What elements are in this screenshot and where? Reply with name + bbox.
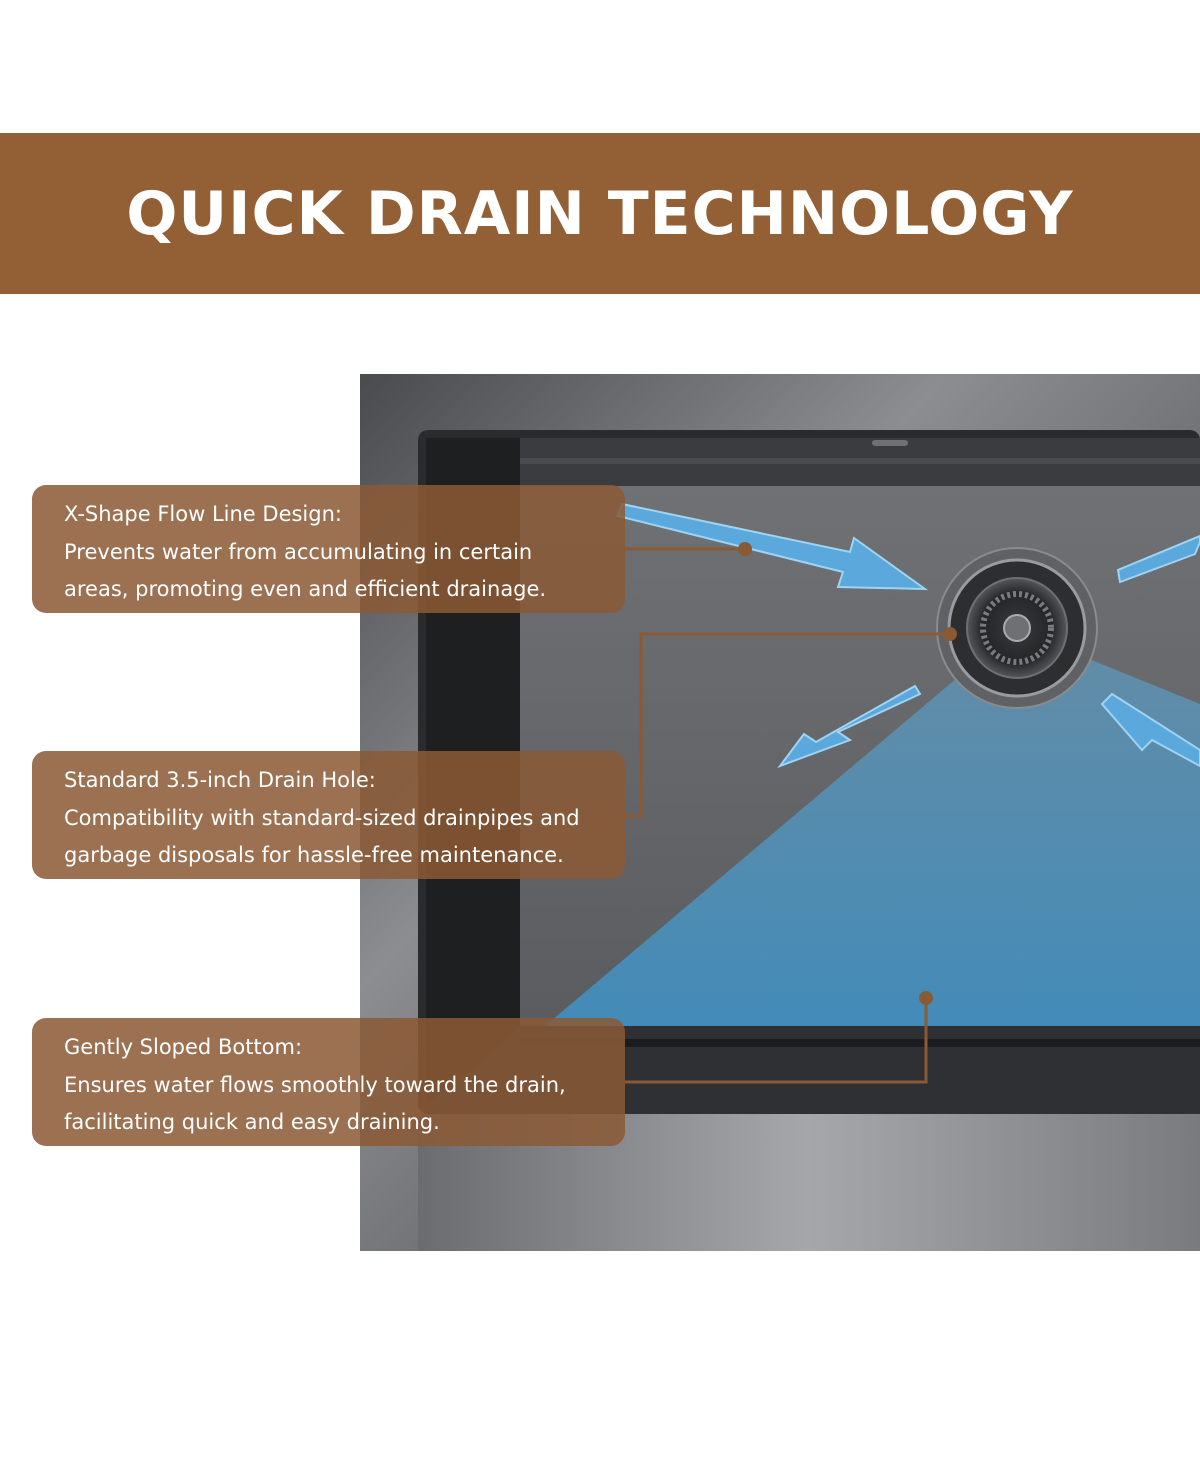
callout-title: X-Shape Flow Line Design: [64, 502, 342, 526]
callout-text: Ensures water flows smoothly toward the … [64, 1072, 566, 1097]
callout-sloped-bottom: Gently Sloped Bottom: Ensures water flow… [32, 1018, 625, 1146]
callout-drain-hole: Standard 3.5-inch Drain Hole: Compatibil… [32, 751, 625, 879]
callout-text: Compatibility with standard-sized drainp… [64, 805, 580, 830]
sloped-bottom-highlight [545, 629, 1200, 1026]
title-banner: QUICK DRAIN TECHNOLOGY [0, 133, 1200, 294]
callout-text: Prevents water from accumulating in cert… [64, 539, 533, 564]
brand-mark [872, 440, 908, 446]
callout-text: areas, promoting even and efficient drai… [64, 577, 547, 601]
page-title: QUICK DRAIN TECHNOLOGY [126, 178, 1074, 249]
drain-hole [936, 547, 1098, 709]
callout-title: Gently Sloped Bottom: [64, 1035, 303, 1059]
callout-text: garbage disposals for hassle-free mainte… [64, 843, 564, 867]
callout-flow-line-design: X-Shape Flow Line Design: Prevents water… [32, 485, 625, 613]
callout-title: Standard 3.5-inch Drain Hole: [64, 768, 376, 792]
callout-text: facilitating quick and easy draining. [64, 1110, 440, 1134]
